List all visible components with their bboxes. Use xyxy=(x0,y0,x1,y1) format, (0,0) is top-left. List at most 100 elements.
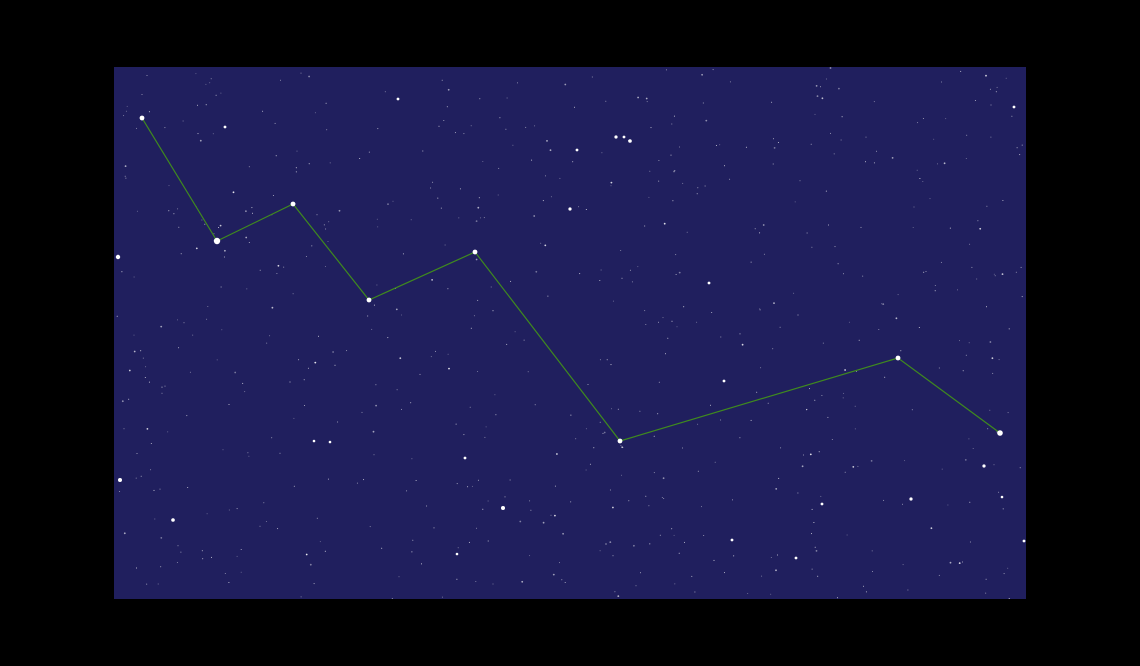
faint-star xyxy=(303,379,305,381)
bright-star xyxy=(501,506,505,510)
faint-star xyxy=(517,82,518,84)
faint-star xyxy=(213,233,215,235)
faint-star xyxy=(572,161,574,163)
bright-star xyxy=(820,502,824,506)
faint-star xyxy=(499,117,501,119)
faint-star xyxy=(387,337,389,339)
faint-star xyxy=(246,288,248,290)
faint-star xyxy=(1007,567,1009,569)
faint-star xyxy=(228,509,230,511)
faint-star xyxy=(767,402,769,404)
faint-star xyxy=(570,501,572,503)
faint-star xyxy=(639,410,641,412)
faint-star xyxy=(697,187,699,189)
faint-star xyxy=(822,342,824,344)
faint-star xyxy=(463,434,465,436)
faint-star xyxy=(475,258,478,261)
faint-star xyxy=(222,449,224,451)
faint-star xyxy=(844,471,846,473)
faint-star xyxy=(863,585,864,587)
faint-star xyxy=(133,276,135,278)
faint-star xyxy=(124,175,126,177)
faint-star xyxy=(825,78,827,80)
faint-star xyxy=(559,562,560,564)
faint-star xyxy=(803,454,804,456)
faint-star xyxy=(1021,296,1023,298)
faint-star xyxy=(814,113,816,115)
faint-star xyxy=(907,589,909,591)
faint-star xyxy=(972,448,974,449)
faint-star xyxy=(777,554,778,556)
faint-star xyxy=(937,163,938,165)
faint-star xyxy=(943,162,946,165)
faint-star xyxy=(521,580,524,583)
faint-star xyxy=(852,466,855,468)
faint-star xyxy=(658,160,660,161)
faint-star xyxy=(969,501,971,503)
faint-star xyxy=(673,115,675,117)
faint-star xyxy=(441,79,443,81)
faint-star xyxy=(395,308,398,311)
faint-star xyxy=(1002,508,1004,510)
faint-star xyxy=(263,502,265,504)
faint-star xyxy=(245,210,247,213)
faint-star xyxy=(180,253,182,255)
faint-star xyxy=(251,207,253,209)
faint-star xyxy=(620,445,622,446)
faint-star xyxy=(821,395,823,396)
faint-star xyxy=(720,419,722,421)
faint-star xyxy=(510,280,512,282)
faint-star xyxy=(387,203,389,206)
faint-star xyxy=(694,591,696,593)
faint-star xyxy=(773,138,774,140)
faint-star xyxy=(857,465,859,467)
faint-star xyxy=(280,79,281,81)
faint-star xyxy=(325,228,327,230)
faint-star xyxy=(177,545,179,547)
faint-star xyxy=(293,417,295,419)
faint-star xyxy=(435,350,436,352)
faint-star xyxy=(475,220,478,223)
faint-star xyxy=(895,317,898,320)
faint-star xyxy=(579,273,581,275)
faint-star xyxy=(209,82,211,84)
faint-star xyxy=(844,369,846,371)
faint-star xyxy=(729,81,731,83)
faint-star xyxy=(841,116,843,118)
faint-star xyxy=(610,181,613,184)
faint-star xyxy=(969,243,971,245)
faint-star xyxy=(419,373,421,375)
faint-star xyxy=(154,518,156,520)
faint-star xyxy=(603,431,606,434)
faint-star xyxy=(494,394,496,396)
bright-star xyxy=(614,135,618,139)
faint-star xyxy=(556,453,558,455)
faint-star xyxy=(540,242,542,244)
faint-star xyxy=(671,123,673,125)
faint-star xyxy=(422,150,424,152)
faint-star xyxy=(311,245,313,247)
faint-star xyxy=(431,279,433,281)
faint-star xyxy=(991,357,994,360)
faint-star xyxy=(831,439,833,440)
faint-star xyxy=(601,152,603,154)
faint-star xyxy=(314,361,317,364)
faint-star xyxy=(228,404,230,405)
faint-star xyxy=(504,496,506,498)
faint-star xyxy=(221,329,223,331)
faint-star xyxy=(860,226,862,228)
faint-star xyxy=(438,125,440,127)
faint-star xyxy=(292,293,294,295)
faint-star xyxy=(197,133,199,135)
faint-star xyxy=(610,364,612,366)
faint-star xyxy=(996,86,998,88)
faint-star xyxy=(176,562,178,563)
faint-star xyxy=(816,95,819,97)
faint-star xyxy=(136,210,138,212)
faint-star xyxy=(673,534,675,536)
faint-star xyxy=(644,225,646,227)
faint-star xyxy=(773,147,776,149)
faint-star xyxy=(829,67,832,69)
faint-star xyxy=(842,397,844,399)
faint-star xyxy=(933,138,935,140)
